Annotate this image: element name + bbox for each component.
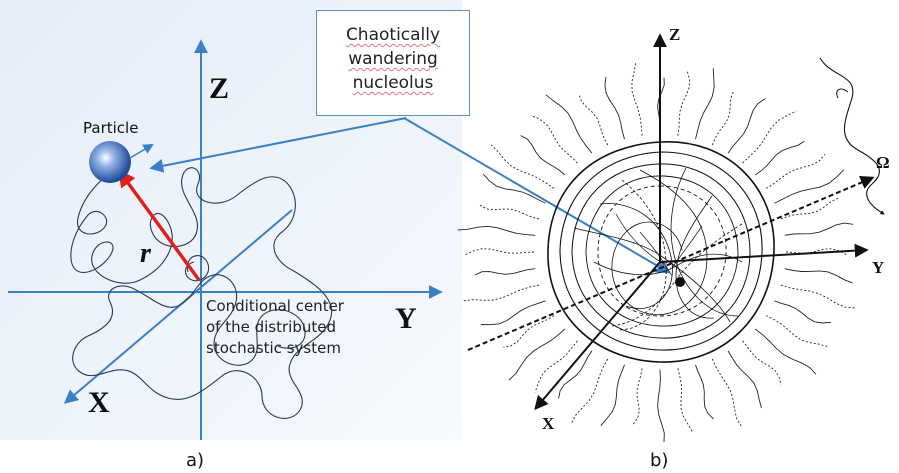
radiating-filaments	[457, 63, 855, 443]
y-axis-b	[659, 243, 869, 263]
filament	[508, 328, 566, 381]
filament	[711, 91, 735, 146]
radius-vector	[117, 169, 201, 282]
nucleus-dot	[675, 277, 685, 287]
particle-velocity-arrow	[129, 143, 154, 159]
filament	[774, 169, 845, 204]
filament	[479, 204, 540, 220]
filament	[765, 315, 828, 347]
center-label-line1: Conditional center	[206, 297, 345, 315]
filament	[780, 197, 839, 220]
filament	[657, 369, 665, 443]
filament	[695, 68, 715, 140]
filament	[600, 364, 625, 426]
callout-text: Chaotically wandering nucleolus	[346, 23, 440, 95]
filament	[754, 140, 805, 176]
callout-line2: wandering	[348, 49, 438, 69]
particle-label: Particle	[83, 119, 138, 137]
x-axis-label-a: X	[88, 386, 110, 419]
caption-a: a)	[186, 450, 204, 471]
filament	[463, 284, 540, 302]
filament	[571, 358, 609, 424]
filament	[695, 364, 714, 420]
filament	[604, 76, 625, 140]
filament	[727, 350, 762, 409]
filament	[711, 358, 742, 427]
filament	[631, 63, 643, 136]
filament	[490, 144, 555, 189]
particle-sphere	[89, 141, 131, 183]
radius-label: r	[140, 238, 152, 269]
filament	[784, 222, 854, 236]
filament	[774, 300, 832, 324]
filament	[727, 98, 766, 154]
z-axis-label-a: Z	[209, 72, 229, 105]
wandering-spiral	[819, 57, 885, 215]
filament	[534, 340, 578, 393]
y-axis-label-b: Y	[872, 258, 884, 277]
filament	[464, 248, 535, 256]
filament	[780, 284, 855, 309]
random-walk-trajectory	[70, 167, 333, 419]
callout-line3: nucleolus	[352, 73, 434, 93]
x-axis-label-b: X	[542, 414, 555, 433]
filament	[545, 94, 593, 154]
filament	[474, 268, 536, 276]
callout-line1: Chaotically	[345, 25, 441, 45]
filament	[742, 340, 782, 386]
filament	[765, 154, 826, 189]
filament	[520, 135, 566, 176]
filament	[677, 368, 693, 433]
filament	[530, 114, 578, 164]
filament	[480, 300, 546, 326]
filament	[754, 328, 817, 375]
trajectory-loop	[184, 255, 210, 282]
filament	[632, 368, 643, 425]
z-axis-label-b: Z	[669, 25, 680, 44]
callout-arrow-to-nucleus	[403, 117, 671, 274]
omega-axis-label: Ω	[876, 153, 890, 172]
callout-box: Chaotically wandering nucleolus	[316, 10, 470, 116]
x-axis-b	[534, 261, 661, 411]
filament	[784, 268, 853, 284]
filament	[742, 110, 797, 164]
filament	[482, 173, 546, 204]
filament	[457, 225, 536, 236]
center-label-line2: of the distributed	[206, 318, 336, 336]
panel-b: Z Y X Ω	[457, 25, 890, 443]
y-axis-label-a: Y	[395, 302, 417, 335]
filament	[503, 315, 555, 348]
filament	[558, 350, 593, 399]
caption-b: b)	[650, 450, 668, 471]
filament	[677, 71, 691, 136]
filament	[578, 94, 609, 146]
center-label-line3: stochastic system	[206, 339, 341, 357]
callout-arrow-to-particle	[149, 117, 407, 173]
omega-axis	[467, 175, 875, 351]
swirl-disk	[547, 141, 775, 363]
